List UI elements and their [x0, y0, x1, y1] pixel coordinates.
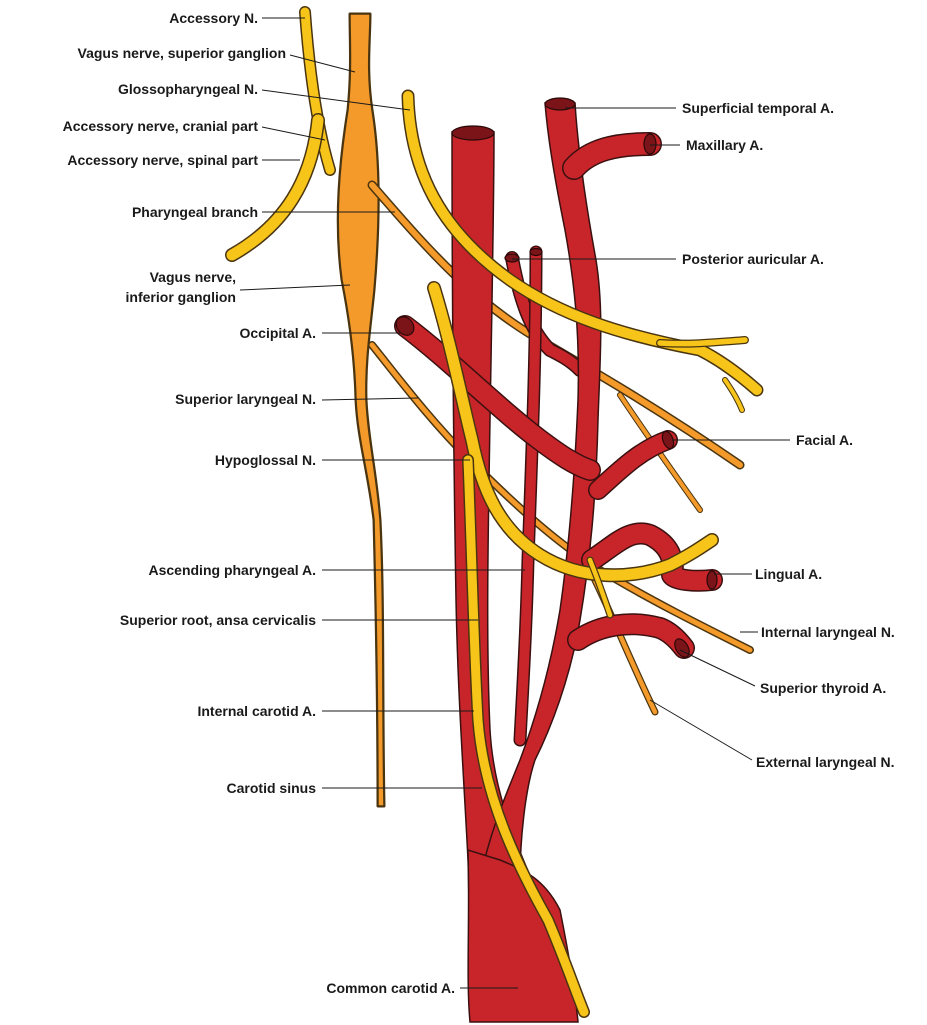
- label-occipital-a: Occipital A.: [239, 325, 316, 341]
- label-lingual-a: Lingual A.: [755, 566, 822, 582]
- label-carotid-sinus: Carotid sinus: [227, 780, 317, 796]
- label-superficial-temporal-a: Superficial temporal A.: [682, 100, 834, 116]
- label-pharyngeal-branch: Pharyngeal branch: [132, 204, 258, 220]
- label-superior-laryngeal-n: Superior laryngeal N.: [175, 391, 316, 407]
- label-internal-laryngeal-n: Internal laryngeal N.: [761, 624, 895, 640]
- superior-thyroid-artery: [578, 624, 692, 659]
- label-external-laryngeal-n: External laryngeal N.: [756, 754, 895, 770]
- label-vagus-superior-ganglion: Vagus nerve, superior ganglion: [78, 45, 287, 61]
- label-vagus-inferior-line2: inferior ganglion: [126, 289, 236, 305]
- label-superior-thyroid-a: Superior thyroid A.: [760, 680, 886, 696]
- label-accessory-cranial: Accessory nerve, cranial part: [63, 118, 259, 134]
- label-common-carotid-a: Common carotid A.: [326, 980, 455, 996]
- label-superior-root-ansa: Superior root, ansa cervicalis: [120, 612, 316, 628]
- label-facial-a: Facial A.: [796, 432, 853, 448]
- maxillary-artery: [574, 134, 656, 168]
- label-glossopharyngeal-n: Glossopharyngeal N.: [118, 81, 258, 97]
- label-accessory-n: Accessory N.: [169, 10, 258, 26]
- label-vagus-inferior-line1: Vagus nerve,: [150, 269, 236, 285]
- label-accessory-spinal: Accessory nerve, spinal part: [67, 152, 258, 168]
- vagus-nerve: [338, 14, 384, 806]
- label-ascending-pharyngeal-a: Ascending pharyngeal A.: [148, 562, 316, 578]
- label-internal-carotid-a: Internal carotid A.: [197, 703, 316, 719]
- label-maxillary-a: Maxillary A.: [686, 137, 763, 153]
- label-hypoglossal-n: Hypoglossal N.: [215, 452, 316, 468]
- label-posterior-auricular-a: Posterior auricular A.: [682, 251, 824, 267]
